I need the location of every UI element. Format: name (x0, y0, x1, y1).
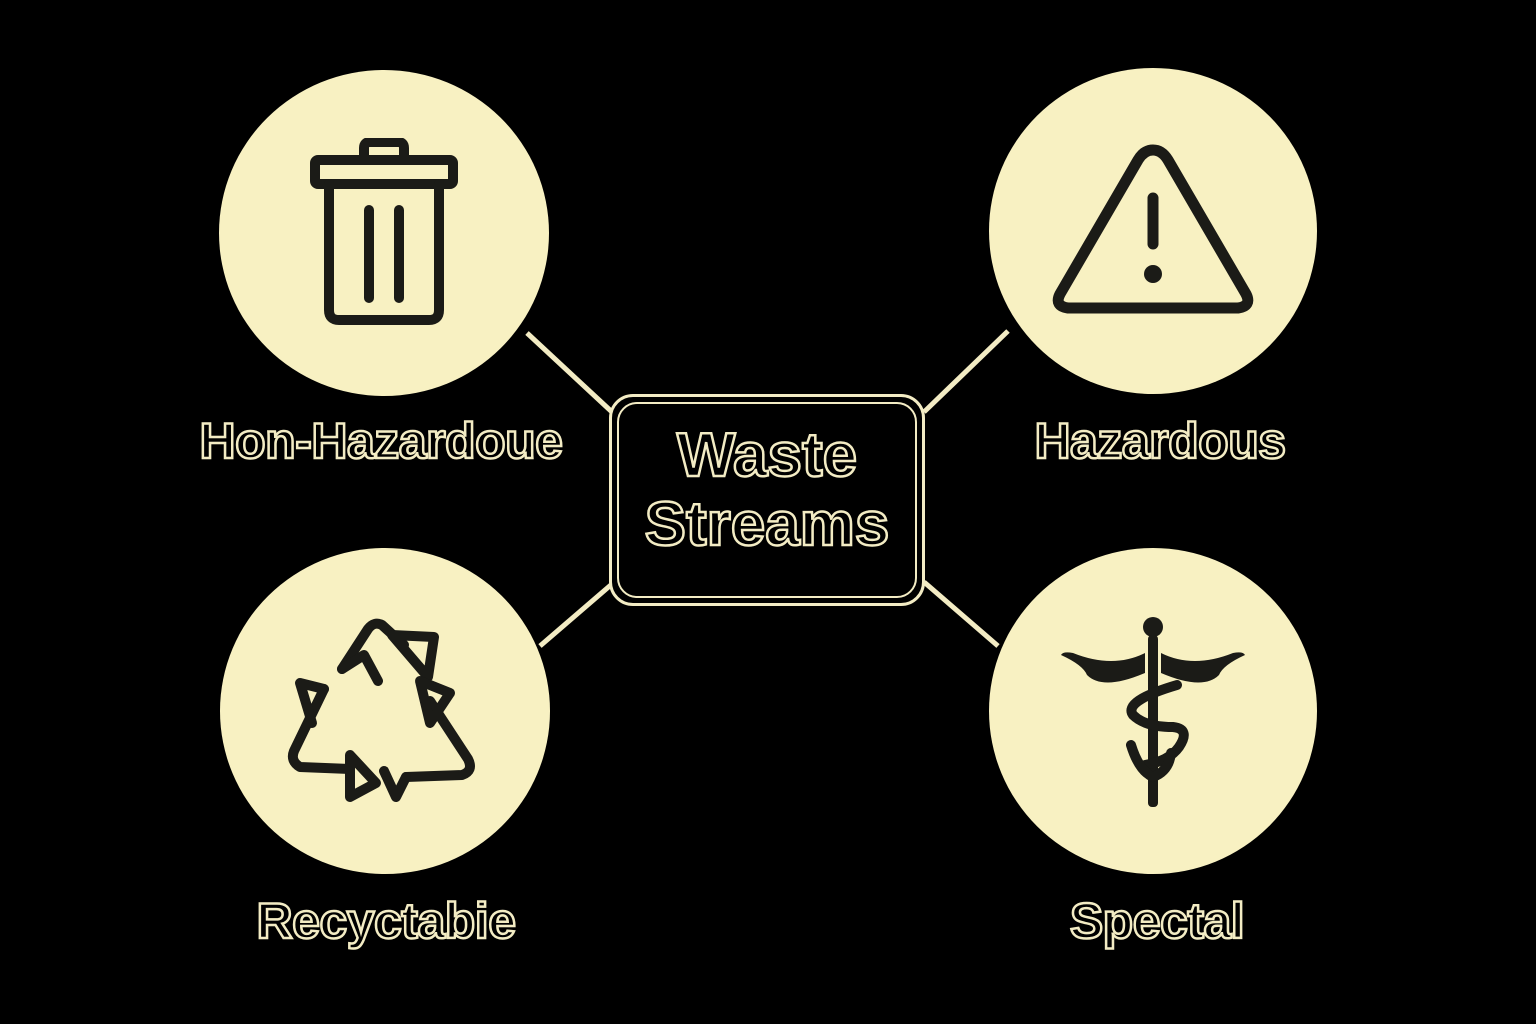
hazardous-circle (989, 68, 1317, 394)
connector-hazardous (922, 329, 1010, 414)
special-circle (989, 548, 1317, 874)
connector-recyclable (538, 582, 614, 648)
recycle-icon (287, 618, 475, 802)
center-title-line1: Waste (676, 420, 859, 492)
non-hazardous-circle (219, 70, 549, 396)
center-node-inner-border (617, 402, 917, 598)
recyclable-label: Recyctabie (255, 893, 517, 949)
trash-can-icon (310, 138, 458, 325)
recyclable-circle (220, 548, 550, 874)
non-hazardous-label: Hon-Hazardoue (198, 413, 564, 469)
special-label: Spectal (1069, 893, 1246, 949)
hazardous-label: Hazardous (1033, 413, 1287, 469)
center-title-line2: Streams (643, 489, 890, 561)
center-node: Waste Streams (609, 394, 925, 606)
connector-non-hazardous (525, 331, 614, 414)
connector-special (922, 580, 1000, 648)
warning-triangle-icon (1052, 144, 1254, 314)
center-title: Waste Streams (612, 420, 922, 561)
caduceus-icon (1061, 617, 1245, 807)
